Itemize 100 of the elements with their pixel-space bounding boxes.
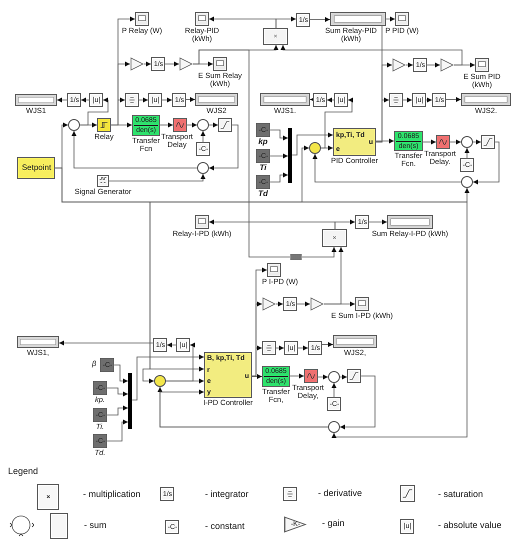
signal-line [208, 220, 336, 230]
block-label: kp [257, 138, 269, 146]
signal-line [340, 376, 376, 430]
signal-line [402, 98, 412, 102]
display-block [260, 93, 310, 106]
mux-bar [128, 373, 132, 429]
signal-line [58, 340, 154, 346]
multiplication-block [263, 28, 288, 45]
relay-block [97, 118, 111, 132]
transfer-function-block [262, 366, 290, 387]
signal-generator-block [97, 175, 109, 187]
gain-block [392, 58, 406, 72]
signal-line [340, 374, 348, 380]
signal-line [164, 62, 180, 66]
block-label: Td [257, 190, 269, 198]
signal-line [290, 374, 304, 378]
signal-line [422, 140, 436, 144]
legend-text: - saturation [438, 490, 484, 499]
signal-line [108, 174, 206, 182]
gain-block [262, 297, 276, 311]
display-block [387, 215, 433, 229]
controller-block [333, 128, 376, 156]
signal-line [426, 62, 440, 68]
transport-delay-block [436, 135, 450, 149]
sum-block [309, 142, 321, 154]
signal-line [320, 98, 353, 148]
signal-line [270, 172, 288, 182]
signal-line [296, 302, 310, 306]
signal-line [270, 154, 288, 158]
gain-block [440, 58, 454, 72]
signal-line [252, 374, 262, 379]
transfer-function-block [394, 131, 423, 151]
signal-line [252, 346, 262, 376]
transport-delay-block [304, 369, 318, 383]
gain-block [179, 57, 193, 71]
signal-line [80, 98, 90, 102]
display-block [461, 93, 511, 106]
multiplication-block [322, 229, 347, 247]
sum-block [197, 119, 209, 131]
signal-line [208, 124, 238, 170]
sum-block [328, 371, 340, 383]
signal-line [166, 342, 176, 348]
signal-line [186, 97, 196, 102]
saturation-block [481, 135, 495, 149]
signal-line [270, 130, 288, 140]
signal-line [298, 346, 308, 350]
signal-line [324, 302, 356, 306]
gain-block [130, 57, 144, 71]
setpoint-block: Setpoint [17, 157, 55, 179]
signal-line [110, 98, 126, 126]
signal-line [208, 16, 276, 28]
signal-line [310, 17, 330, 22]
display-block [17, 336, 59, 348]
signal-line [162, 98, 172, 102]
saturation-block [218, 118, 232, 132]
signal-line [426, 98, 432, 102]
saturation-block [347, 369, 361, 383]
scope-block [195, 12, 209, 26]
signal-line [56, 98, 68, 102]
signal-line [312, 154, 462, 182]
signal-line [368, 220, 388, 224]
gain-block [310, 297, 324, 311]
signal-line [106, 406, 128, 416]
signal-line [292, 132, 334, 156]
legend-text: - integrator [205, 490, 249, 499]
signal-line [472, 142, 500, 184]
signal-line [72, 130, 198, 168]
display-block [333, 335, 377, 348]
signal-line [332, 382, 336, 398]
sum-block [197, 162, 209, 174]
signal-line [376, 138, 394, 144]
legend-text: - absolute value [438, 521, 502, 530]
display-block [330, 12, 386, 26]
display-block [195, 93, 238, 106]
signal-line [106, 420, 128, 442]
derivative-block [262, 341, 276, 355]
legend-title: Legend [8, 467, 38, 476]
signal-line [208, 122, 218, 128]
signal-line [276, 302, 284, 306]
signal-line [200, 130, 206, 142]
sum-block [461, 136, 473, 148]
signal-line [446, 97, 462, 102]
mux-bar [288, 128, 292, 183]
display-block [15, 94, 57, 106]
signal-line [132, 354, 204, 400]
legend-text: - sum [84, 521, 106, 530]
scope-block [213, 57, 227, 71]
signal-line [166, 342, 195, 382]
signal-line [114, 364, 128, 384]
signal-line [322, 342, 334, 347]
signal-line [326, 98, 334, 102]
signal-line [310, 97, 315, 102]
sum-block [461, 176, 473, 188]
signal-line [472, 140, 482, 144]
scope-block [395, 12, 409, 26]
scope-block [135, 12, 149, 26]
scope-block [195, 215, 209, 229]
sum-block [328, 421, 340, 433]
sum-block [68, 119, 80, 131]
signal-line [318, 374, 328, 380]
